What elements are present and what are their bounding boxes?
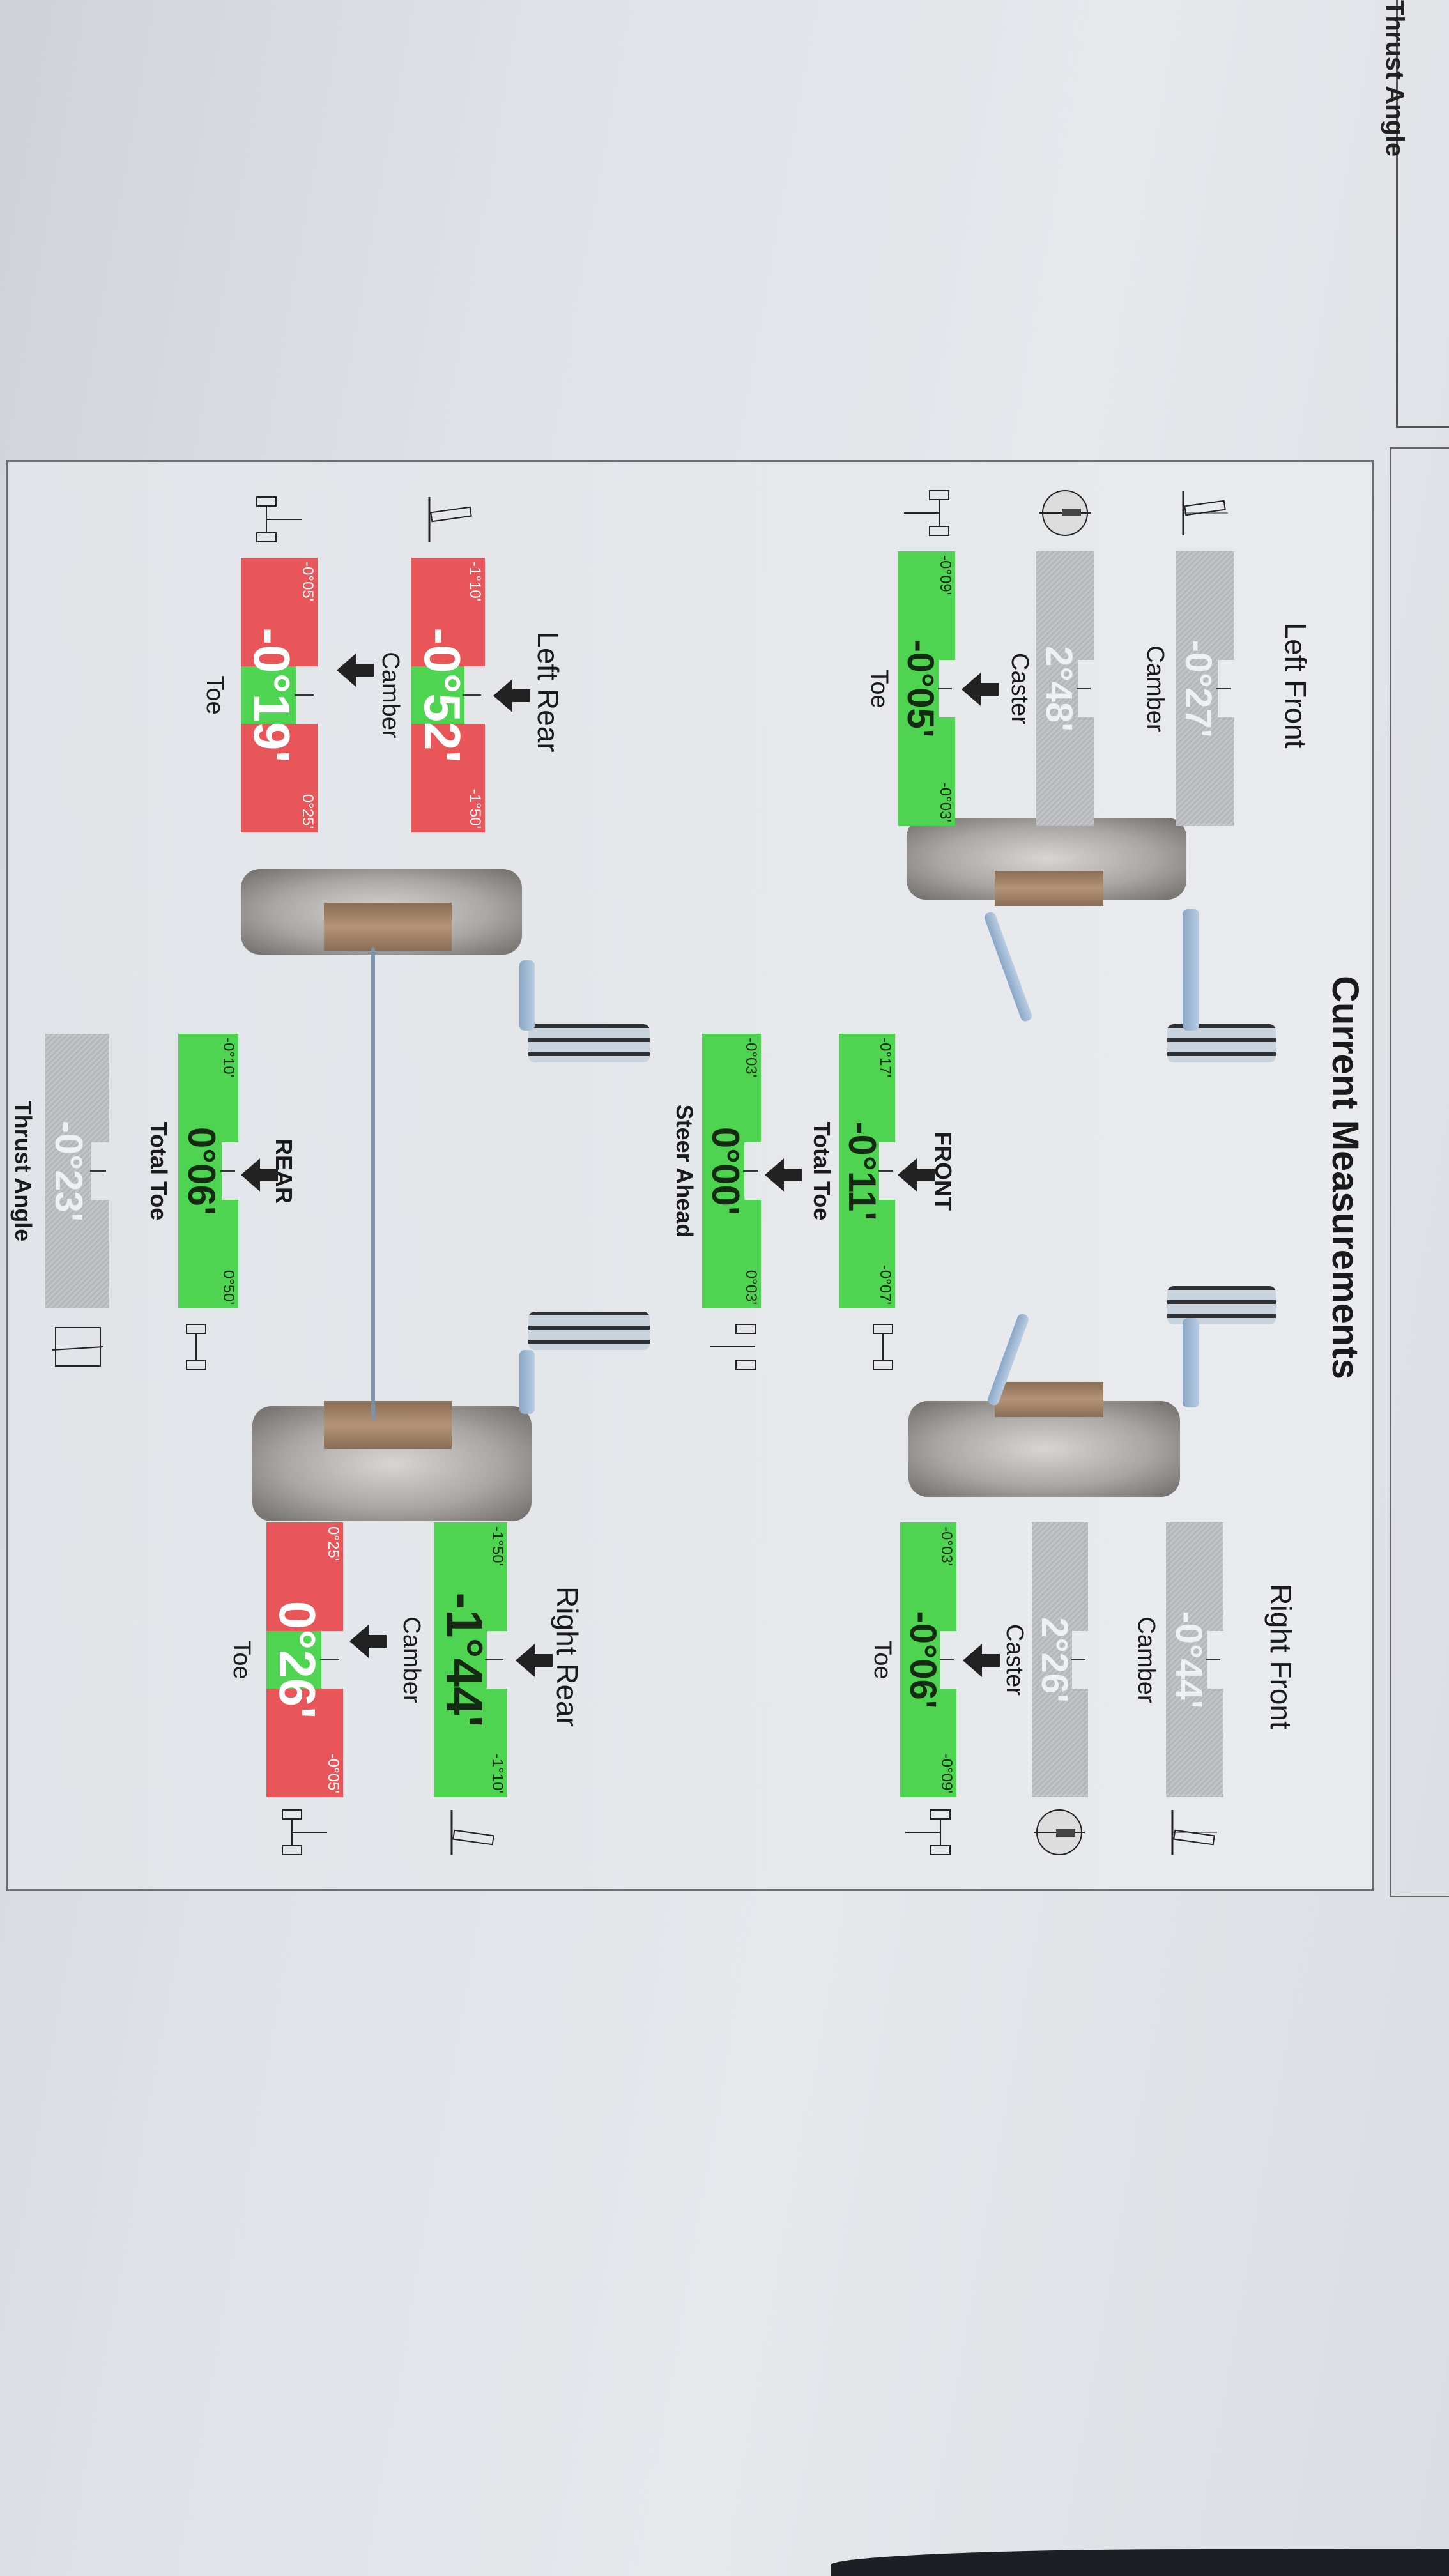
right-front-toe-arrow-icon — [963, 1644, 982, 1677]
right-rear-toe-label: Toe — [228, 1640, 255, 1680]
gauge-value: -0°19' — [243, 627, 300, 763]
gauge-value: -0°06' — [902, 1611, 944, 1709]
previous-page-thrust-angle-label: Thrust Angle — [1381, 0, 1409, 157]
desk-edge — [831, 2549, 1449, 2576]
left-rear-camber-label: Camber — [377, 652, 404, 739]
right-front-toe-label: Toe — [869, 1640, 896, 1680]
gauge-value: 2°48' — [1038, 646, 1080, 732]
toe-diagram-icon — [904, 490, 949, 536]
right-front-title: Right Front — [1264, 1584, 1298, 1729]
left-front-toe-label: Toe — [866, 669, 893, 709]
gauge-value: 0°26' — [269, 1600, 326, 1719]
right-rear-title: Right Rear — [551, 1586, 584, 1727]
left-rear-spring — [528, 1024, 650, 1062]
left-front-toe-arrow-icon — [962, 673, 981, 706]
gauge-value: -0°05' — [900, 640, 941, 738]
gauge-value: 2°26' — [1034, 1617, 1075, 1703]
camber-diagram-icon — [450, 1810, 494, 1855]
steer-ahead-diagram-icon — [710, 1324, 756, 1370]
right-rear-strut — [519, 1350, 535, 1414]
left-front-caster-label: Caster — [1006, 653, 1033, 724]
right-front-caster-gauge: 2°26' — [1032, 1522, 1088, 1797]
left-rear-toe-arrow-icon — [337, 654, 356, 687]
adjacent-page-frame — [1390, 447, 1449, 1897]
right-front-hub — [995, 1382, 1103, 1417]
steer-ahead-arrow-icon — [765, 1158, 784, 1192]
thrust-angle-label: Thrust Angle — [10, 1100, 36, 1242]
gauge-max-limit: 0°25' — [299, 793, 316, 829]
left-rear-toe-gauge: -0°05' 0°25' -0°19' — [241, 558, 318, 832]
gauge-center-tick — [90, 1170, 106, 1172]
right-rear-toe-gauge: 0°25' -0°05' 0°26' — [266, 1522, 343, 1797]
camber-diagram-icon — [1182, 491, 1228, 535]
steer-ahead-label: Steer Ahead — [671, 1104, 698, 1238]
right-front-caster-label: Caster — [1001, 1624, 1028, 1696]
left-front-toe-gauge: -0°09'-0°03'-0°05' — [898, 551, 955, 826]
right-front-camber-label: Camber — [1133, 1616, 1160, 1703]
right-rear-camber-arrow-icon — [516, 1644, 535, 1677]
gauge-value: -0°44' — [1168, 1611, 1209, 1709]
gauge-value: -0°11' — [841, 1121, 884, 1221]
caster-diagram-icon — [1034, 1809, 1085, 1855]
gauge-value: -0°23' — [47, 1120, 90, 1222]
left-tie-rod — [983, 910, 1034, 1023]
gauge-value: -1°44' — [436, 1592, 493, 1728]
rear-total-toe-gauge: -0°10'0°50'0°06' — [178, 1034, 238, 1308]
left-rear-title: Left Rear — [532, 631, 565, 753]
left-front-caster-gauge: 2°48' — [1036, 551, 1094, 826]
thrust-angle-gauge: -0°23' — [45, 1034, 109, 1308]
right-front-strut — [1183, 1318, 1199, 1407]
left-front-spring — [1167, 1024, 1276, 1062]
right-rear-spring — [528, 1312, 650, 1350]
left-front-title: Left Front — [1279, 622, 1312, 749]
gauge-value: -0°27' — [1177, 640, 1219, 738]
toe-diagram-icon — [282, 1809, 327, 1855]
gauge-max-limit: -0°05' — [325, 1753, 342, 1793]
camber-diagram-icon — [1171, 1810, 1217, 1855]
rear-total-toe-diagram-icon — [186, 1324, 206, 1370]
front-total-toe-arrow-icon — [898, 1158, 917, 1192]
front-total-toe-label: Total Toe — [809, 1121, 835, 1221]
left-rear-camber-gauge: -1°10'-1°50'-0°52' — [411, 558, 485, 832]
left-front-hub — [995, 871, 1103, 906]
gauge-value: -0°52' — [414, 627, 471, 763]
rear-axle-link — [371, 947, 375, 1420]
gauge-min-limit: 0°25' — [325, 1526, 342, 1561]
right-front-spring — [1167, 1286, 1276, 1324]
right-rear-camber-gauge: -1°50'-1°10'-1°44' — [434, 1522, 507, 1797]
thrust-angle-diagram-icon — [52, 1327, 104, 1367]
report-title: Current Measurements — [1324, 976, 1366, 1379]
right-front-camber-gauge: -0°44' — [1166, 1522, 1223, 1797]
caster-diagram-icon — [1039, 490, 1091, 536]
gauge-value: 0°00' — [704, 1126, 747, 1216]
left-rear-hub — [324, 903, 452, 951]
left-rear-camber-arrow-icon — [493, 679, 512, 712]
steer-ahead-gauge: -0°03'0°03'0°00' — [702, 1034, 761, 1308]
camber-diagram-icon — [428, 497, 472, 542]
left-front-camber-gauge: -0°27' — [1176, 551, 1234, 826]
toe-diagram-icon — [256, 496, 302, 542]
rear-total-toe-label: Total Toe — [146, 1121, 172, 1221]
toe-diagram-icon — [905, 1809, 951, 1855]
total-toe-diagram-icon — [873, 1324, 893, 1370]
front-total-toe-gauge: -0°17'-0°07'-0°11' — [839, 1034, 895, 1308]
left-rear-toe-label: Toe — [201, 675, 228, 715]
left-rear-strut — [519, 960, 535, 1031]
right-front-toe-gauge: -0°03'-0°09'-0°06' — [900, 1522, 956, 1797]
left-front-camber-label: Camber — [1142, 645, 1169, 732]
previous-page-frame — [1396, 0, 1449, 428]
right-rear-camber-label: Camber — [398, 1616, 425, 1703]
gauge-value: 0°06' — [180, 1126, 223, 1216]
gauge-min-limit: -0°05' — [299, 562, 316, 602]
right-rear-toe-arrow-icon — [349, 1625, 369, 1658]
right-rear-hub — [324, 1401, 452, 1449]
alignment-report: Current Measurements Left Front Right Fr… — [6, 460, 1374, 1891]
rear-total-toe-arrow-icon — [241, 1158, 260, 1192]
left-front-strut — [1183, 909, 1199, 1031]
